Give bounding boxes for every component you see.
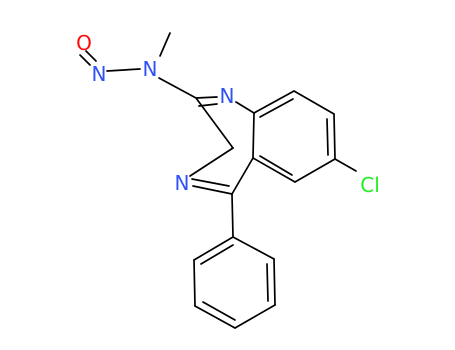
bond-ph-inner-2 [202,301,236,321]
atom-label-n4-ring: N [175,171,190,195]
bond-ph-inner-3 [200,244,234,265]
bond-aromatic-inner-2 [326,118,329,156]
bond-n-o-double-b [85,50,97,62]
bond-c8-c7 [333,113,336,160]
bond-c9a-c9 [253,90,295,114]
bond-ph-4 [194,305,236,329]
bond-n4-c5-double-a [192,185,233,195]
bond-n4-c5-double-b [191,178,230,187]
bond-c7-cl [334,158,357,172]
atom-label-o-nitroso: O [76,31,92,55]
bond-c5a-c9a [252,112,255,159]
bond-n1-c9a [235,101,255,114]
bond-c5-c5a [231,157,254,195]
bond-ph-6 [193,236,234,261]
bond-ph-2 [273,258,276,306]
bond-c6-c5a [252,157,296,183]
bond-c9-c8 [293,90,335,115]
bond-n-o-double-a [79,54,91,66]
bond-c2-n1-double-a [195,96,218,99]
bond-amine-c2 [158,77,197,99]
bond-ph-5 [193,259,196,307]
atom-label-n-nitroso: N [92,62,107,86]
atom-label-n1-ring: N [220,84,235,108]
bond-aromatic-inner-1 [259,98,294,118]
bond-c3-n4-main [189,147,234,177]
bond-c7-c6 [294,158,336,183]
bond-ph-3 [234,304,276,329]
atom-label-n-amine: N [143,57,158,81]
bond-ph-1 [232,236,275,260]
bond-c2-c3 [195,97,234,149]
bond-methyl [159,32,171,57]
bond-aromatic-inner-3 [259,155,293,176]
bond-c5-phenyl [231,193,234,238]
bond-ph-inner-1 [266,263,269,302]
bond-n-n-nitroso [106,68,141,72]
atom-label-chlorine: Cl [360,173,380,197]
